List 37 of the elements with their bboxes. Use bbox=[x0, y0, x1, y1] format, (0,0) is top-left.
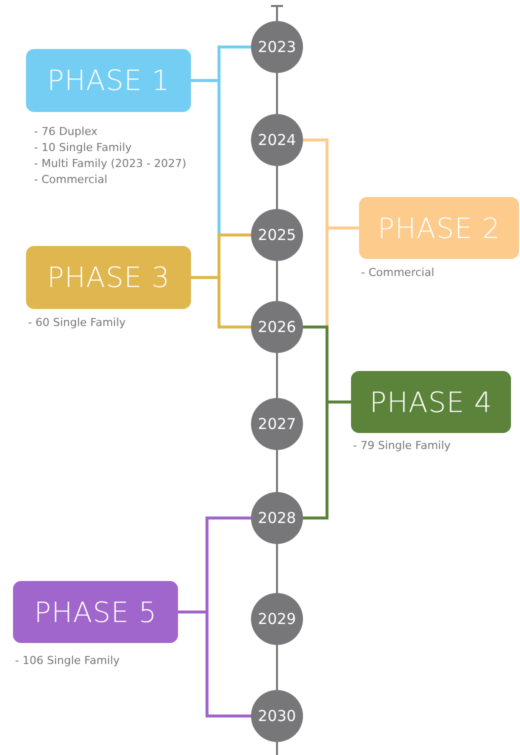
timeline-line bbox=[276, 742, 278, 755]
timeline-line bbox=[276, 261, 278, 301]
bracket-connector bbox=[178, 610, 251, 718]
phase-note: - Commercial bbox=[34, 172, 108, 188]
phase-box bbox=[26, 246, 191, 309]
year-label: 2025 bbox=[258, 226, 296, 244]
timeline-line bbox=[276, 645, 278, 690]
timeline-line bbox=[276, 353, 278, 398]
phase-note: - 60 Single Family bbox=[28, 315, 126, 331]
phase-title: PHASE 1 bbox=[47, 64, 170, 97]
year-label: 2028 bbox=[258, 509, 296, 527]
timeline-line bbox=[271, 5, 283, 21]
phase-note: - Commercial bbox=[361, 265, 434, 281]
timeline-line bbox=[276, 166, 278, 209]
phase-note: - Multi Family (2023 - 2027) bbox=[34, 156, 186, 172]
phase-title: PHASE 4 bbox=[370, 386, 492, 418]
year-label: 2023 bbox=[258, 38, 296, 56]
year-label: 2026 bbox=[258, 318, 296, 336]
phase-box bbox=[26, 49, 191, 112]
phase-box bbox=[359, 197, 519, 259]
phase-note: - 10 Single Family bbox=[34, 140, 133, 156]
timeline-line bbox=[276, 73, 278, 114]
phase-note: - 76 Duplex bbox=[34, 124, 99, 140]
timeline-line bbox=[276, 544, 278, 593]
bracket-connector bbox=[191, 276, 251, 328]
year-label: 2024 bbox=[258, 131, 296, 149]
year-label: 2027 bbox=[258, 415, 296, 433]
timeline-line bbox=[276, 450, 278, 492]
phase-note: - 79 Single Family bbox=[353, 438, 451, 454]
phase-box bbox=[351, 371, 511, 433]
phase-title: PHASE 5 bbox=[34, 596, 157, 628]
phase-note: - 106 Single Family bbox=[15, 653, 120, 669]
year-label: 2029 bbox=[258, 610, 296, 628]
phase-title: PHASE 2 bbox=[378, 212, 500, 244]
phase-title: PHASE 3 bbox=[47, 261, 170, 294]
phase-box bbox=[13, 581, 178, 643]
year-label: 2030 bbox=[258, 707, 296, 725]
